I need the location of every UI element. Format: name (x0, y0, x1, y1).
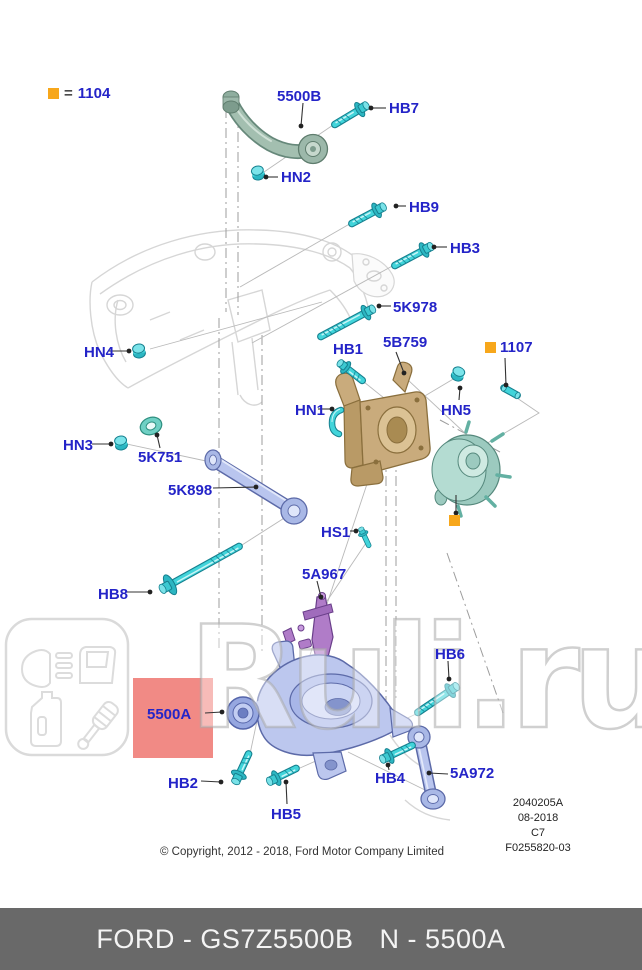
leader-line-5K898 (212, 486, 257, 489)
bolt-HB9 (348, 202, 387, 228)
leader-dot-5500B (298, 123, 304, 129)
leader-dot-5K898 (253, 484, 259, 490)
stud-1107 (500, 384, 521, 400)
bolt-HB5 (266, 764, 300, 786)
bolt-HB7 (331, 101, 370, 129)
leader-dot-hub-marker (453, 510, 459, 516)
legend-orange-swatch (48, 88, 59, 99)
stamp-line: 08-2018 (517, 812, 559, 824)
leader-dot-5A967 (318, 594, 324, 600)
clip-HN1 (328, 406, 345, 438)
bolt-HB1 (336, 359, 367, 385)
legend: = 1104 (48, 85, 110, 102)
leader-dot-HB4 (385, 762, 391, 768)
leader-dot-HN2 (263, 174, 269, 180)
legend-code: 1104 (77, 85, 111, 102)
leader-dot-1107 (503, 382, 509, 388)
part-bracket-5A967 (282, 592, 334, 662)
part-wheel-hub (431, 420, 512, 518)
leader-line-HB5 (285, 781, 288, 805)
copyright-line: © Copyright, 2012 - 2018, Ford Motor Com… (160, 846, 444, 858)
leader-dot-5K978 (376, 303, 382, 309)
leader-line-5A967 (316, 580, 322, 598)
bolt-HB2 (230, 750, 253, 786)
leader-line-1107 (504, 357, 507, 386)
washer-5K751 (139, 416, 163, 436)
nut-HN3 (114, 435, 128, 451)
leader-line-5A972 (428, 772, 449, 775)
leader-dot-HN5 (457, 385, 463, 391)
footer-ref-number: N - 5500A (379, 923, 506, 954)
leader-line-5500A (204, 711, 223, 714)
leader-dot-HB2 (218, 779, 224, 785)
bolt-HB6 (414, 682, 461, 717)
bolt-HB8 (158, 542, 243, 596)
bolt-HB4 (379, 741, 416, 764)
ghost-subframe (89, 229, 451, 821)
leader-dot-5K751 (154, 432, 160, 438)
highlight-box-5500A (133, 678, 213, 758)
nut-HN2 (250, 165, 266, 181)
footer-bar: FORD - GS7Z5500B N - 5500A (0, 908, 642, 970)
part-upper-arm-5500B (222, 90, 329, 165)
leader-dot-HB7 (368, 105, 374, 111)
leader-dot-HS1 (353, 528, 359, 534)
legend-equals: = (64, 85, 73, 102)
leader-dot-HB6 (446, 676, 452, 682)
leader-line-5B759 (395, 351, 405, 374)
part-lower-arm (226, 640, 414, 781)
leader-line-HB2 (200, 780, 222, 783)
leader-dot-HB5 (283, 779, 289, 785)
stamp-line: C7 (530, 827, 546, 839)
part-link-5K898 (204, 449, 308, 525)
nut-HN4 (132, 343, 146, 359)
leader-line-5500B (300, 102, 304, 127)
leader-dot-HN4 (126, 348, 132, 354)
revision-stamp: 2040205A 08-2018 C7 F0255820-03 (478, 796, 598, 856)
leader-dot-HN1 (329, 406, 335, 412)
stamp-line: F0255820-03 (505, 842, 571, 854)
stamp-line: 2040205A (512, 797, 564, 809)
part-knuckle-5B759 (335, 361, 431, 487)
leader-dot-5B759 (401, 370, 407, 376)
leader-dot-HN3 (108, 441, 114, 447)
leader-dot-HB8 (147, 589, 153, 595)
leader-line-HB6 (447, 660, 450, 680)
leader-dot-HB3 (431, 244, 437, 250)
footer-part-number: FORD - GS7Z5500B (96, 923, 354, 954)
nut-HN5 (450, 366, 466, 382)
leader-dot-5500A (219, 709, 225, 715)
leader-dot-5A972 (426, 770, 432, 776)
bolt-HS1 (358, 526, 372, 549)
bolt-5K978 (317, 304, 377, 341)
leader-dot-HB9 (393, 203, 399, 209)
